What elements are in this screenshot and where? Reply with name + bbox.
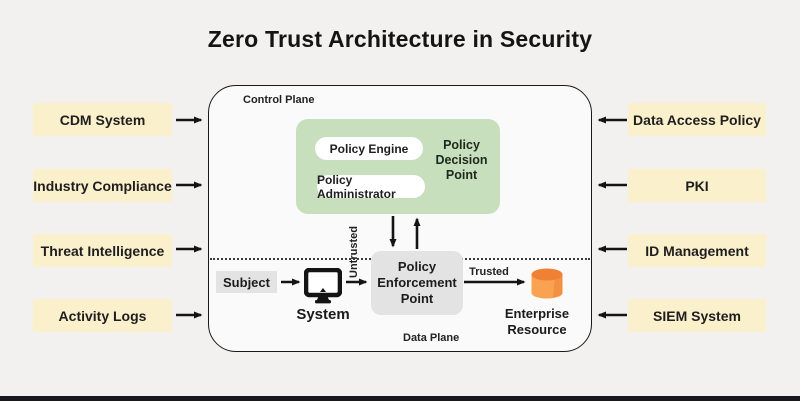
policy-enforcement-point-label: Policy Enforcement Point (377, 259, 457, 306)
policy-decision-point-label: Policy Decision Point (435, 138, 488, 182)
node-threat-intelligence: Threat Intelligence (33, 234, 172, 267)
node-id-management-label: ID Management (645, 242, 749, 259)
node-cdm-system-label: CDM System (59, 111, 146, 128)
diagram-title: Zero Trust Architecture in Security (207, 26, 593, 52)
node-industry-compliance-label: Industry Compliance (33, 177, 172, 194)
subject-box: Subject (216, 271, 277, 293)
node-data-access-policy: Data Access Policy (628, 103, 766, 136)
node-activity-logs: Activity Logs (33, 299, 172, 332)
database-cylinder-icon (531, 268, 563, 299)
node-pki-label: PKI (685, 177, 709, 194)
enterprise-resource-label: Enterprise Resource (504, 306, 570, 337)
node-threat-intelligence-label: Threat Intelligence (40, 242, 165, 259)
node-activity-logs-label: Activity Logs (58, 307, 147, 324)
policy-enforcement-point-box: Policy Enforcement Point (371, 251, 463, 315)
policy-administrator-box: Policy Administrator (317, 172, 425, 201)
subject-label: Subject (223, 274, 270, 290)
computer-monitor-icon (304, 268, 342, 304)
node-pki: PKI (628, 169, 766, 202)
node-siem-system-label: SIEM System (653, 307, 741, 324)
policy-decision-point-box (296, 119, 500, 214)
system-label: System (296, 306, 350, 323)
bottom-accent-bar (0, 396, 800, 401)
policy-engine-box: Policy Engine (315, 137, 423, 160)
node-siem-system: SIEM System (628, 299, 766, 332)
control-plane-label: Control Plane (243, 94, 315, 106)
node-data-access-policy-label: Data Access Policy (633, 111, 761, 128)
untrusted-flow-label: Untrusted (348, 226, 360, 278)
node-industry-compliance: Industry Compliance (33, 169, 172, 202)
policy-engine-label: Policy Engine (329, 141, 409, 156)
node-id-management: ID Management (628, 234, 766, 267)
trusted-flow-label: Trusted (469, 266, 509, 278)
data-plane-label: Data Plane (403, 332, 460, 344)
node-cdm-system: CDM System (33, 103, 172, 136)
policy-administrator-label: Policy Administrator (317, 172, 396, 201)
